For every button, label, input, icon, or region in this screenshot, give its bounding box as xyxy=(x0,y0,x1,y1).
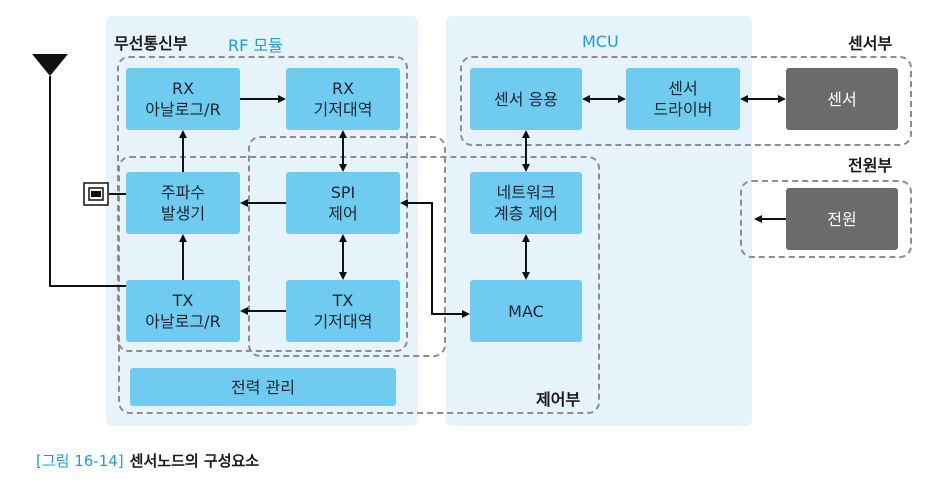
rx-analog-text: RX 아날로그/R xyxy=(145,79,221,119)
antenna-icon xyxy=(49,76,126,287)
mcu-label: MCU xyxy=(582,32,619,51)
rx-baseband-block: RX 기저대역 xyxy=(286,68,400,130)
power-group xyxy=(740,180,912,258)
sensor-section-label: 센서부 xyxy=(848,34,893,53)
mac-block: MAC xyxy=(470,280,582,342)
rf-module-label: RF 모듈 xyxy=(228,36,283,55)
rx-baseband-text: RX 기저대역 xyxy=(313,79,373,119)
figure-number: [그림 16-14] xyxy=(36,452,124,470)
sensor-group xyxy=(460,56,912,146)
figure-title: 센서노드의 구성요소 xyxy=(129,452,260,470)
sensor-text: 센서 xyxy=(827,89,857,109)
tx-analog-text: TX 아날로그/R xyxy=(145,291,221,331)
sensor-driver-block: 센서 드라이버 xyxy=(626,68,740,130)
spi-mac-arrow xyxy=(400,199,470,318)
rx-analog-block: RX 아날로그/R xyxy=(126,68,240,130)
tx-analog-block: TX 아날로그/R xyxy=(126,280,240,342)
figure-caption: [그림 16-14] 센서노드의 구성요소 xyxy=(36,450,259,471)
sensor-driver-text: 센서 드라이버 xyxy=(653,79,713,119)
power-management-block: 전력 관리 xyxy=(130,368,396,406)
sensor-app-block: 센서 응용 xyxy=(470,68,582,130)
mac-text: MAC xyxy=(508,301,544,321)
antenna-triangle-icon xyxy=(32,54,68,76)
power-block: 전원 xyxy=(786,188,898,250)
network-layer-text: 네트워크 계층 제어 xyxy=(494,183,558,223)
power-text: 전원 xyxy=(827,209,857,229)
frequency-generator-block: 주파수 발생기 xyxy=(126,172,240,234)
sensor-app-text: 센서 응용 xyxy=(494,89,558,109)
sensor-block: 센서 xyxy=(786,68,898,130)
frequency-generator-text: 주파수 발생기 xyxy=(160,183,206,223)
power-management-text: 전력 관리 xyxy=(231,377,295,397)
spi-control-block: SPI 제어 xyxy=(286,172,400,234)
spi-control-text: SPI 제어 xyxy=(328,183,358,223)
power-section-label: 전원부 xyxy=(848,156,893,175)
wireless-section-label: 무선통신부 xyxy=(114,34,188,53)
crystal-oscillator-icon xyxy=(83,182,109,206)
tx-baseband-block: TX 기저대역 xyxy=(286,280,400,342)
control-section-label: 제어부 xyxy=(536,390,581,409)
tx-baseband-text: TX 기저대역 xyxy=(313,291,373,331)
network-layer-block: 네트워크 계층 제어 xyxy=(470,172,582,234)
